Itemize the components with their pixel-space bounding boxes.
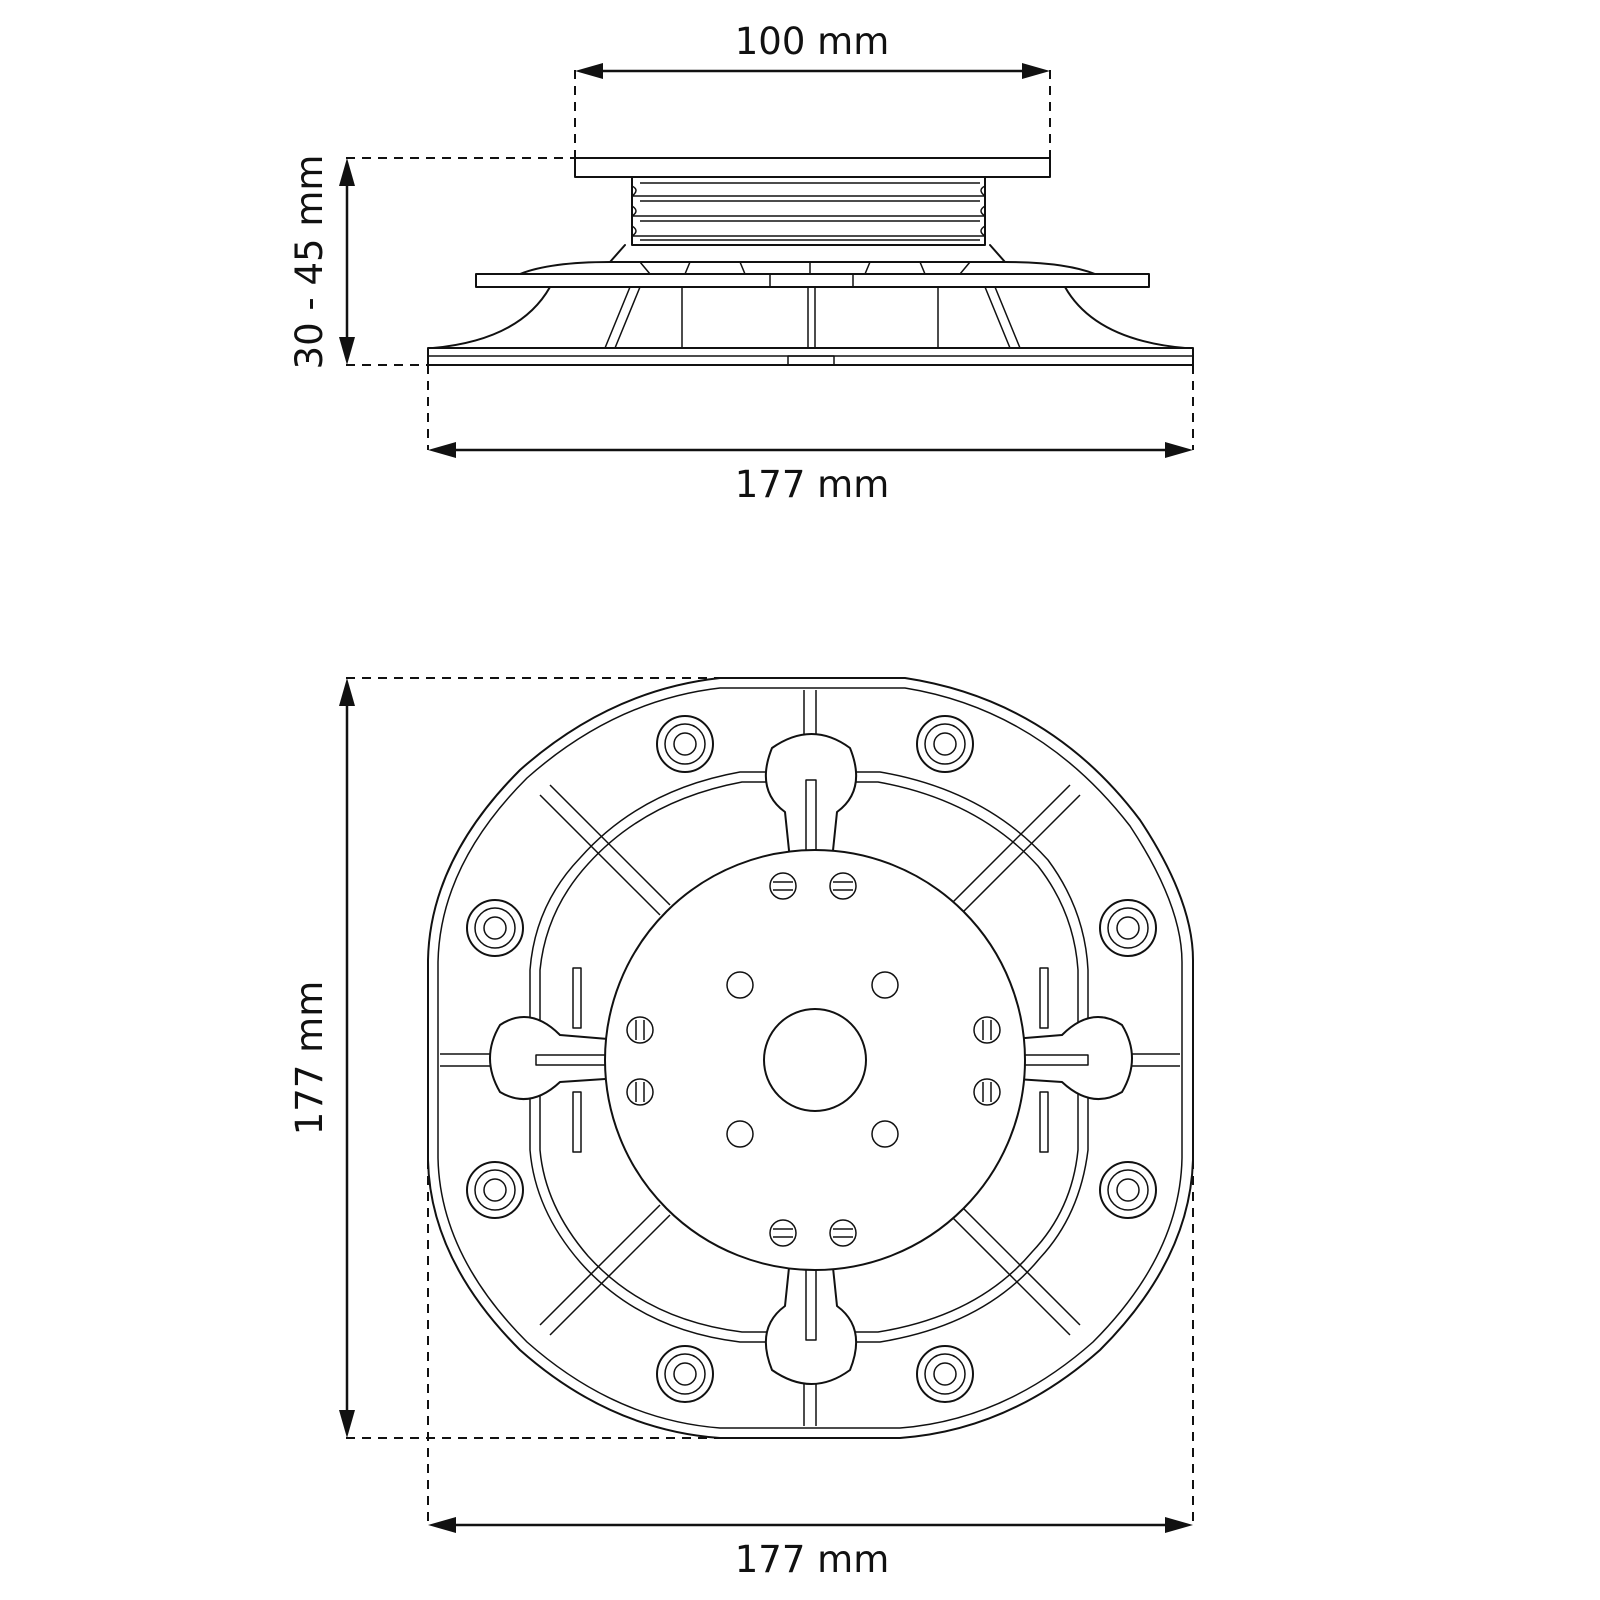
bolt-holes — [466, 715, 1157, 1403]
pedestal-top-outline — [427, 677, 1194, 1439]
lobe-south — [764, 1257, 858, 1385]
plain-hole-4 — [871, 1120, 899, 1148]
base-width-label: 177 mm — [735, 463, 889, 506]
arrow-right — [1022, 63, 1050, 79]
bolt-hole-4 — [1099, 899, 1157, 957]
rib-se — [949, 1204, 1081, 1336]
thread-3 — [631, 225, 986, 237]
thread-body — [631, 176, 986, 246]
arrow-top — [339, 158, 355, 186]
dimension-height: 30 - 45 mm — [288, 155, 575, 370]
bolt-hole-6 — [1099, 1161, 1157, 1219]
screw-n1 — [769, 872, 797, 900]
screw-n2 — [829, 872, 857, 900]
screw-s1 — [769, 1219, 797, 1247]
arrow-left — [428, 1517, 456, 1533]
plain-holes — [726, 971, 899, 1148]
plain-hole-2 — [871, 971, 899, 999]
outer-octagon-inner-edge — [437, 687, 1183, 1429]
mid-plate — [475, 273, 1150, 288]
screw-w1 — [626, 1016, 654, 1044]
bolt-hole-2 — [916, 715, 974, 773]
collar-ribs — [639, 261, 971, 275]
height-label: 30 - 45 mm — [288, 155, 331, 370]
inner-ring-outer — [529, 771, 1089, 1343]
arrow-bottom — [339, 337, 355, 365]
collar — [609, 244, 1006, 263]
collar-slope — [519, 261, 1096, 275]
bolt-hole-1 — [656, 715, 714, 773]
center-hole — [763, 1008, 867, 1112]
head-disc — [604, 849, 1026, 1271]
arrow-right — [1165, 1517, 1193, 1533]
pedestal-side-outline — [427, 157, 1194, 366]
lobe-north — [764, 733, 858, 861]
bolt-hole-8 — [916, 1345, 974, 1403]
dimension-top-view-height: 177 mm — [288, 677, 720, 1439]
side-view: 100 mm 30 - 45 mm — [288, 20, 1194, 506]
arrow-left — [428, 442, 456, 458]
rib-nw — [539, 784, 671, 916]
slotted-screws — [626, 872, 1001, 1247]
bolt-hole-5 — [466, 1161, 524, 1219]
top-view: 177 mm — [288, 677, 1194, 1581]
plain-hole-3 — [726, 1120, 754, 1148]
top-view-width-label: 177 mm — [735, 1538, 889, 1581]
screw-s2 — [829, 1219, 857, 1247]
bolt-hole-7 — [656, 1345, 714, 1403]
flared-base — [432, 286, 1186, 349]
arrow-right — [1165, 442, 1193, 458]
dimension-top-width: 100 mm — [574, 20, 1051, 158]
top-width-label: 100 mm — [735, 20, 889, 63]
thread-1 — [631, 185, 986, 197]
leg-right-outer — [984, 286, 1021, 349]
lobe-west — [489, 1016, 621, 1100]
arrow-top — [339, 678, 355, 706]
lobe-east — [999, 1016, 1133, 1100]
screw-w2 — [626, 1078, 654, 1106]
arrow-bottom — [339, 1410, 355, 1438]
plain-hole-1 — [726, 971, 754, 999]
rib-ne — [949, 784, 1081, 916]
bolt-hole-3 — [466, 899, 524, 957]
slot-east-lower — [1039, 1091, 1049, 1153]
base-plate-notch — [787, 355, 835, 366]
thread-2 — [631, 205, 986, 217]
leg-left-outer — [604, 286, 641, 349]
rib-sw — [539, 1204, 671, 1336]
dimension-top-view-width: 177 mm — [427, 1160, 1194, 1581]
slot-west-lower — [572, 1091, 582, 1153]
dimension-base-width: 177 mm — [427, 365, 1194, 506]
slot-west-upper — [572, 967, 582, 1029]
screw-e1 — [973, 1016, 1001, 1044]
slot-east-upper — [1039, 967, 1049, 1029]
top-plate — [574, 157, 1051, 178]
top-view-height-label: 177 mm — [288, 981, 331, 1135]
inner-ring-inner — [539, 781, 1079, 1333]
tab-lobes — [489, 733, 1133, 1385]
screw-e2 — [973, 1078, 1001, 1106]
arrow-left — [575, 63, 603, 79]
